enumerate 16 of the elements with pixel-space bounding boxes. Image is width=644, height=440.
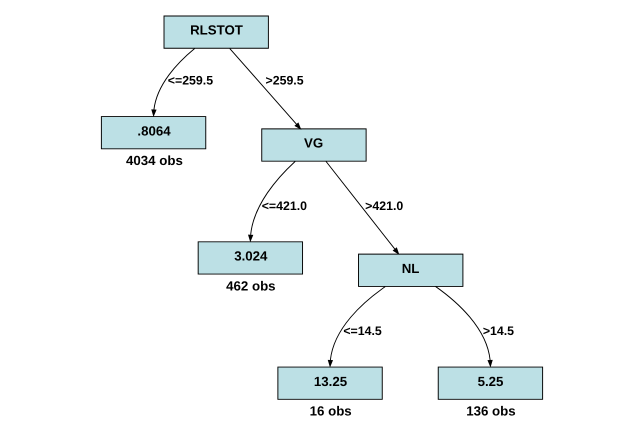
edge-label: <=421.0 bbox=[262, 198, 307, 213]
arrow bbox=[248, 160, 296, 242]
edge-label: <=14.5 bbox=[343, 324, 382, 338]
edge-label: <=259.5 bbox=[168, 74, 214, 88]
node-label: 16 obs bbox=[310, 404, 352, 419]
edge-label: >14.5 bbox=[482, 324, 514, 338]
arrow bbox=[328, 286, 386, 368]
arrow bbox=[435, 286, 493, 368]
node-label: 4034 obs bbox=[126, 153, 183, 168]
arrow bbox=[229, 48, 302, 130]
edge-label: >421.0 bbox=[365, 198, 404, 213]
arrow bbox=[151, 48, 196, 118]
edge-label: >259.5 bbox=[266, 74, 304, 88]
arrow bbox=[326, 160, 400, 255]
node-label: 462 obs bbox=[226, 278, 276, 294]
node-label: 136 obs bbox=[466, 404, 516, 419]
